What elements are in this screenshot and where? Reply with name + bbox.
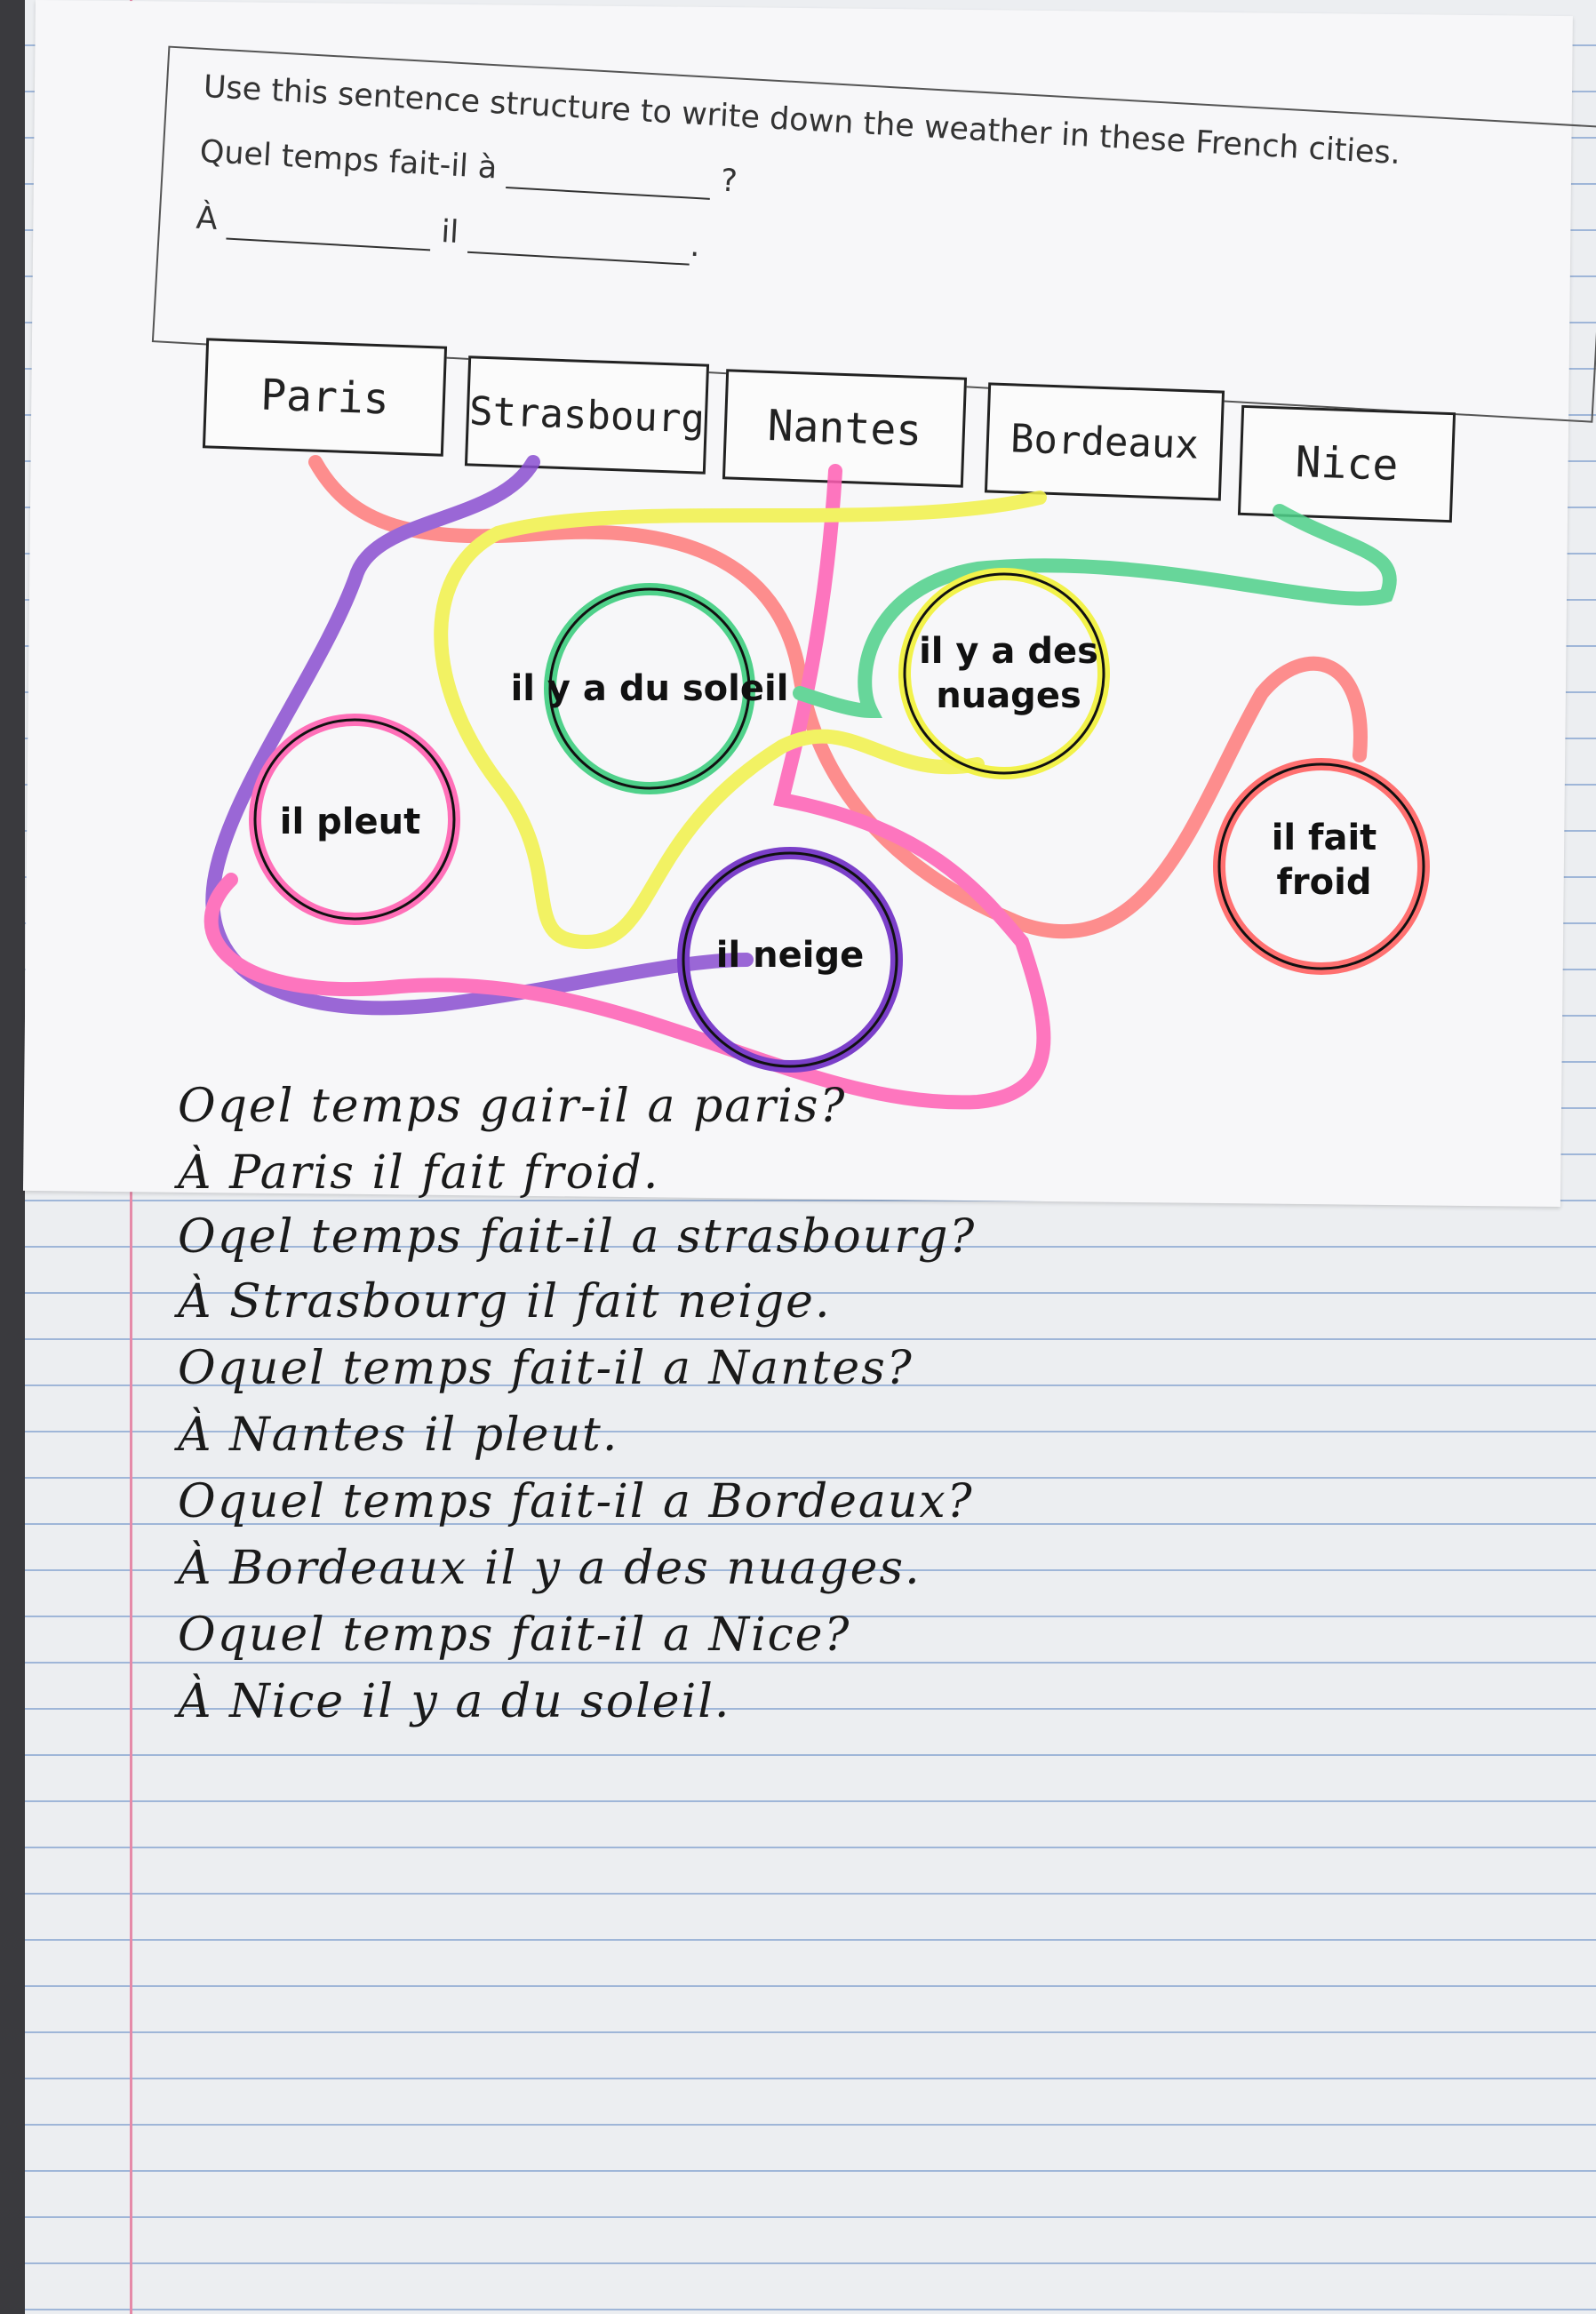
handwritten-line: À Strasbourg il fait neige.	[178, 1275, 832, 1329]
handwritten-line: À Nice il y a du soleil.	[178, 1675, 731, 1728]
handwritten-line: Oquel temps fait-il a Nice?	[178, 1608, 851, 1662]
handwritten-line: Oqel temps fait-il a strasbourg?	[178, 1210, 977, 1264]
handwritten-line: Oqel temps gair-il a paris?	[178, 1080, 847, 1133]
handwritten-line: Oquel temps fait-il a Bordeaux?	[178, 1475, 974, 1528]
handwritten-line: À Paris il fait froid.	[178, 1146, 660, 1200]
handwritten-line: À Bordeaux il y a des nuages.	[178, 1542, 922, 1595]
strasbourg-line	[205, 455, 754, 1016]
matching-lines	[203, 455, 1430, 1110]
nantes-line	[203, 464, 1051, 1110]
handwritten-line: À Nantes il pleut.	[178, 1408, 619, 1462]
handwritten-line: Oquel temps fait-il a Nantes?	[178, 1342, 914, 1395]
weather-neige: il neige	[715, 935, 865, 976]
bordeaux-line	[434, 491, 1047, 950]
nice-line	[793, 504, 1397, 719]
weather-soleil: il y a du soleil	[510, 668, 789, 709]
weather-pleut: il pleut	[279, 802, 421, 842]
weather-nuages: il y a des nuages	[919, 631, 1098, 716]
weather-froid: il fait froid	[1271, 818, 1377, 903]
